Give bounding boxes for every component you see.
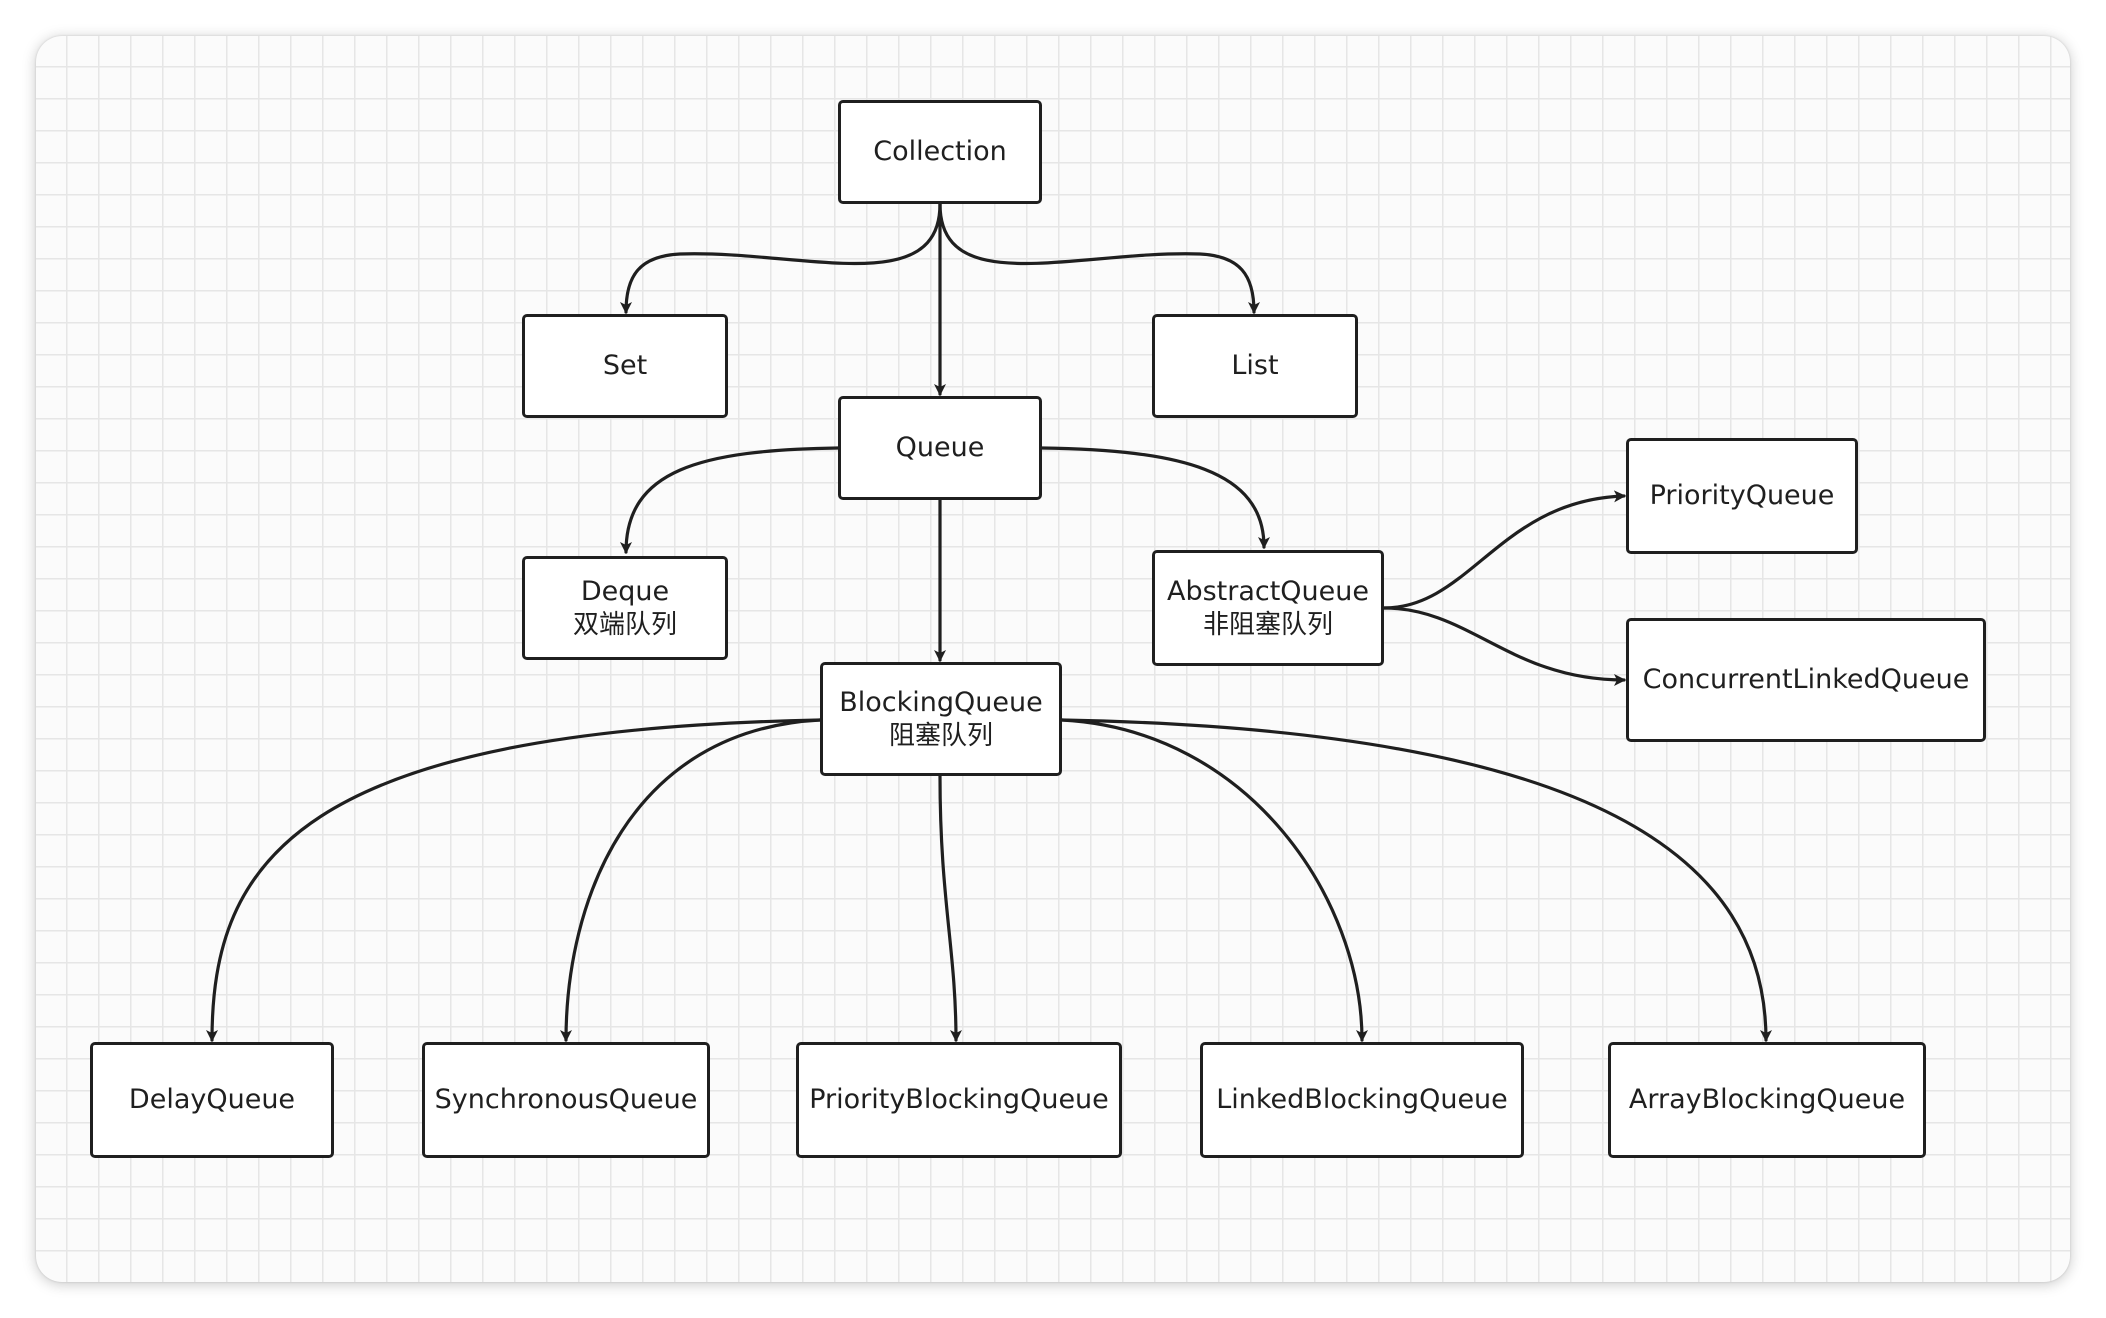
node-deque-sublabel: 双端队列 [572,610,677,640]
node-queue-label: Queue [895,432,985,463]
node-deque-label: Deque [580,576,670,607]
node-synchronousqueue-label: SynchronousQueue [434,1084,698,1115]
node-collection-label: Collection [873,136,1007,167]
node-blockingqueue[interactable]: BlockingQueue 阻塞队列 [820,662,1062,776]
node-concurrentlinkedqueue[interactable]: ConcurrentLinkedQueue [1626,618,1986,742]
node-synchronousqueue[interactable]: SynchronousQueue [422,1042,710,1158]
node-delayqueue[interactable]: DelayQueue [90,1042,334,1158]
node-arrayblockingqueue[interactable]: ArrayBlockingQueue [1608,1042,1926,1158]
node-linkedblockingqueue[interactable]: LinkedBlockingQueue [1200,1042,1524,1158]
node-linkedblockingqueue-label: LinkedBlockingQueue [1216,1084,1508,1115]
node-priorityblockingqueue-label: PriorityBlockingQueue [809,1084,1109,1115]
node-priorityblockingqueue[interactable]: PriorityBlockingQueue [796,1042,1122,1158]
node-concurrentlinkedqueue-label: ConcurrentLinkedQueue [1642,664,1970,695]
node-blockingqueue-label: BlockingQueue [839,687,1043,718]
node-arrayblockingqueue-label: ArrayBlockingQueue [1628,1084,1906,1115]
node-delayqueue-label: DelayQueue [128,1084,296,1115]
node-list-label: List [1231,350,1279,381]
node-priorityqueue[interactable]: PriorityQueue [1626,438,1858,554]
node-abstractqueue[interactable]: AbstractQueue 非阻塞队列 [1152,550,1384,666]
node-list[interactable]: List [1152,314,1358,418]
node-abstractqueue-label: AbstractQueue [1166,576,1370,607]
node-priorityqueue-label: PriorityQueue [1649,480,1835,511]
node-blockingqueue-sublabel: 阻塞队列 [888,721,993,751]
node-set-label: Set [602,350,648,381]
node-collection[interactable]: Collection [838,100,1042,204]
node-set[interactable]: Set [522,314,728,418]
node-abstractqueue-sublabel: 非阻塞队列 [1202,610,1333,640]
node-deque[interactable]: Deque 双端队列 [522,556,728,660]
node-queue[interactable]: Queue [838,396,1042,500]
